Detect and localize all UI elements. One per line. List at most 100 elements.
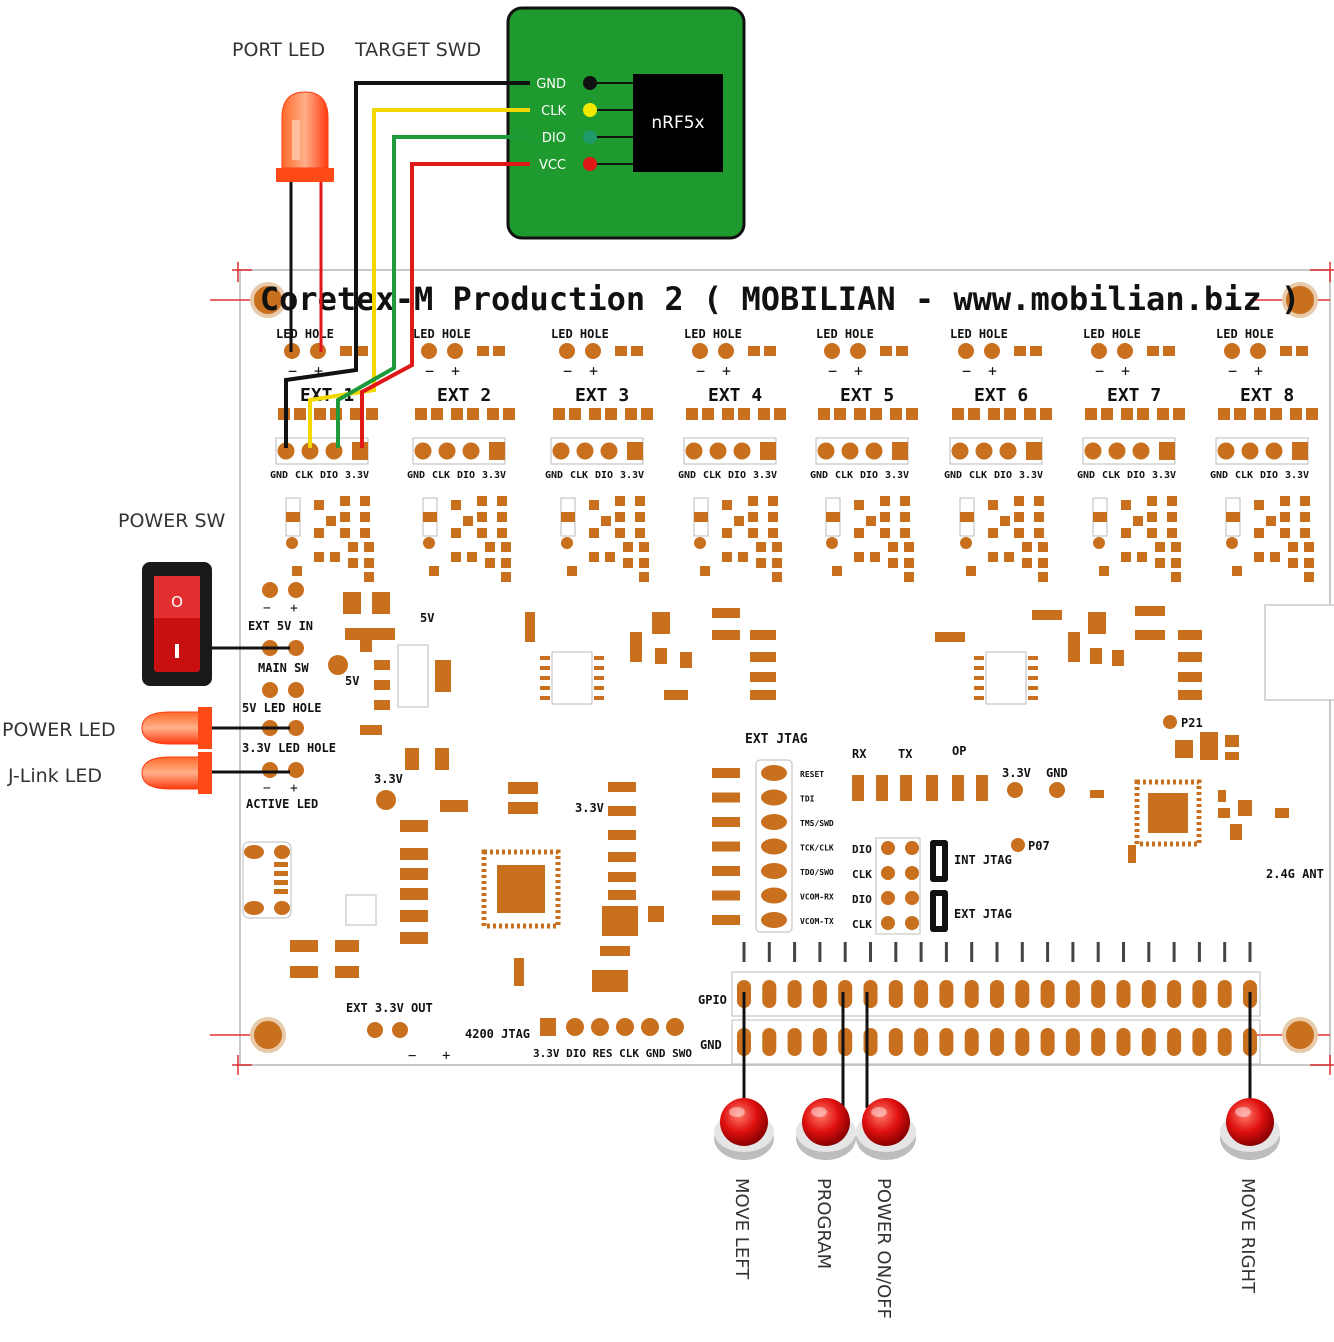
- target-board: nRF5x GND CLK DIO VCC: [506, 6, 746, 240]
- led-hole-label: LED HOLE: [684, 327, 742, 341]
- pin-label: CLK: [432, 470, 450, 481]
- jtag-section: EXT JTAG RESETTDITMS/SWDTCK/CLKTDO/SWOVC…: [712, 715, 1324, 935]
- svg-text:−: −: [408, 1048, 416, 1064]
- svg-text:−: −: [1095, 362, 1104, 380]
- op-label: OP: [952, 744, 966, 758]
- gpio-label: GPIO: [698, 993, 727, 1007]
- led-hole-label: LED HOLE: [1216, 327, 1274, 341]
- swd-wires: [210, 81, 1252, 1108]
- board-title: Coretex-M Production 2 ( MOBILIAN - www.…: [260, 280, 1300, 318]
- svg-text:−: −: [263, 781, 271, 796]
- pin-label: GND: [678, 470, 696, 481]
- ext-column-5: LED HOLE −+ EXT 5 GND CLK DIO 3.3V: [810, 327, 918, 582]
- target-pin-dio: DIO: [542, 131, 566, 146]
- jtag-pin-label: TDO/SWO: [800, 868, 834, 877]
- svg-text:+: +: [314, 362, 323, 380]
- ext-label-6: EXT 6: [974, 385, 1028, 406]
- svg-text:−: −: [263, 601, 271, 616]
- power-led-label: POWER LED: [2, 719, 116, 741]
- svg-text:+: +: [854, 362, 863, 380]
- pin-label: DIO: [457, 470, 475, 481]
- svg-text:+: +: [722, 362, 731, 380]
- svg-text:−: −: [962, 362, 971, 380]
- sw-pin-label: CLK: [852, 868, 872, 881]
- pin-label: CLK: [1102, 470, 1120, 481]
- pin-label: 3.3V: [482, 470, 506, 481]
- svg-text:5V: 5V: [345, 674, 359, 688]
- jtag-pin-label: TMS/SWD: [800, 819, 834, 828]
- target-chip-label: nRF5x: [651, 113, 704, 133]
- pin-label: CLK: [969, 470, 987, 481]
- 5v-label: 5V: [420, 611, 434, 625]
- button-power-on-off[interactable]: POWER ON/OFF: [856, 1098, 916, 1319]
- pin-label: CLK: [835, 470, 853, 481]
- pin-label: DIO: [1127, 470, 1145, 481]
- button-move-left[interactable]: MOVE LEFT: [714, 1098, 774, 1280]
- power-sw-label: POWER SW: [118, 510, 226, 532]
- svg-text:O: O: [171, 593, 183, 611]
- ext-label-4: EXT 4: [708, 385, 762, 406]
- ext-label-2: EXT 2: [437, 385, 491, 406]
- target-pin-vcc: VCC: [539, 158, 566, 173]
- ext-jtag-label-2: EXT JTAG: [954, 907, 1012, 921]
- led-hole-label: LED HOLE: [413, 327, 471, 341]
- pin-label: 3.3V: [885, 470, 909, 481]
- 5v-led-hole-label: 5V LED HOLE: [242, 701, 321, 715]
- svg-text:−: −: [828, 362, 837, 380]
- svg-text:+: +: [1121, 362, 1130, 380]
- led-hole-label: LED HOLE: [551, 327, 609, 341]
- pin-label: GND: [1077, 470, 1095, 481]
- jlink-led-label: J-Link LED: [7, 765, 102, 787]
- pin-label: 3.3V: [753, 470, 777, 481]
- pin-label: GND: [270, 470, 288, 481]
- ext-label-8: EXT 8: [1240, 385, 1294, 406]
- gnd-header-label: GND: [700, 1038, 722, 1052]
- power-led: [141, 707, 212, 749]
- jtag-pin-label: TCK/CLK: [800, 844, 834, 853]
- mount-hole: [250, 282, 1318, 1053]
- 4200-jtag-label: 4200 JTAG: [465, 1027, 530, 1041]
- ext-3v3-out-label: EXT 3.3V OUT: [346, 1001, 433, 1015]
- pin-label: 3.3V: [1019, 470, 1043, 481]
- wire-clk: [308, 108, 530, 448]
- antenna-label: 2.4G ANT: [1266, 867, 1324, 881]
- pin-label: DIO: [595, 470, 613, 481]
- pin-label: GND: [810, 470, 828, 481]
- rx-label: RX: [852, 747, 867, 761]
- pin-label: 3.3V: [1152, 470, 1176, 481]
- svg-text:+: +: [290, 601, 298, 616]
- svg-text:+: +: [589, 362, 598, 380]
- pin-label: DIO: [320, 470, 338, 481]
- 3v3-label-mid: 3.3V: [575, 801, 604, 815]
- pin-label: DIO: [860, 470, 878, 481]
- ext-label-3: EXT 3: [575, 385, 629, 406]
- pin-label: DIO: [1260, 470, 1278, 481]
- pin-label: GND: [1210, 470, 1228, 481]
- pin-label: CLK: [570, 470, 588, 481]
- wire-gnd: [284, 81, 530, 448]
- ext-label-5: EXT 5: [840, 385, 894, 406]
- power-switch[interactable]: O: [142, 562, 212, 686]
- wire-vcc: [360, 162, 530, 448]
- target-swd-label: TARGET SWD: [354, 39, 481, 61]
- target-pin-gnd: GND: [536, 77, 566, 92]
- main-sw-label: MAIN SW: [258, 661, 309, 675]
- jtag-pin-label: VCOM-TX: [800, 917, 834, 926]
- svg-text:+: +: [451, 362, 460, 380]
- wire-dio: [336, 135, 530, 448]
- pin-label: 3.3V: [620, 470, 644, 481]
- active-led-label: ACTIVE LED: [246, 797, 318, 811]
- button-move-right[interactable]: MOVE RIGHT: [1220, 1098, 1280, 1294]
- pin-label: CLK: [295, 470, 313, 481]
- led-hole-label: LED HOLE: [816, 327, 874, 341]
- pin-label: DIO: [728, 470, 746, 481]
- gnd-label-right: GND: [1046, 766, 1068, 780]
- button-program[interactable]: PROGRAM: [796, 1098, 856, 1269]
- tx-label: TX: [898, 747, 913, 761]
